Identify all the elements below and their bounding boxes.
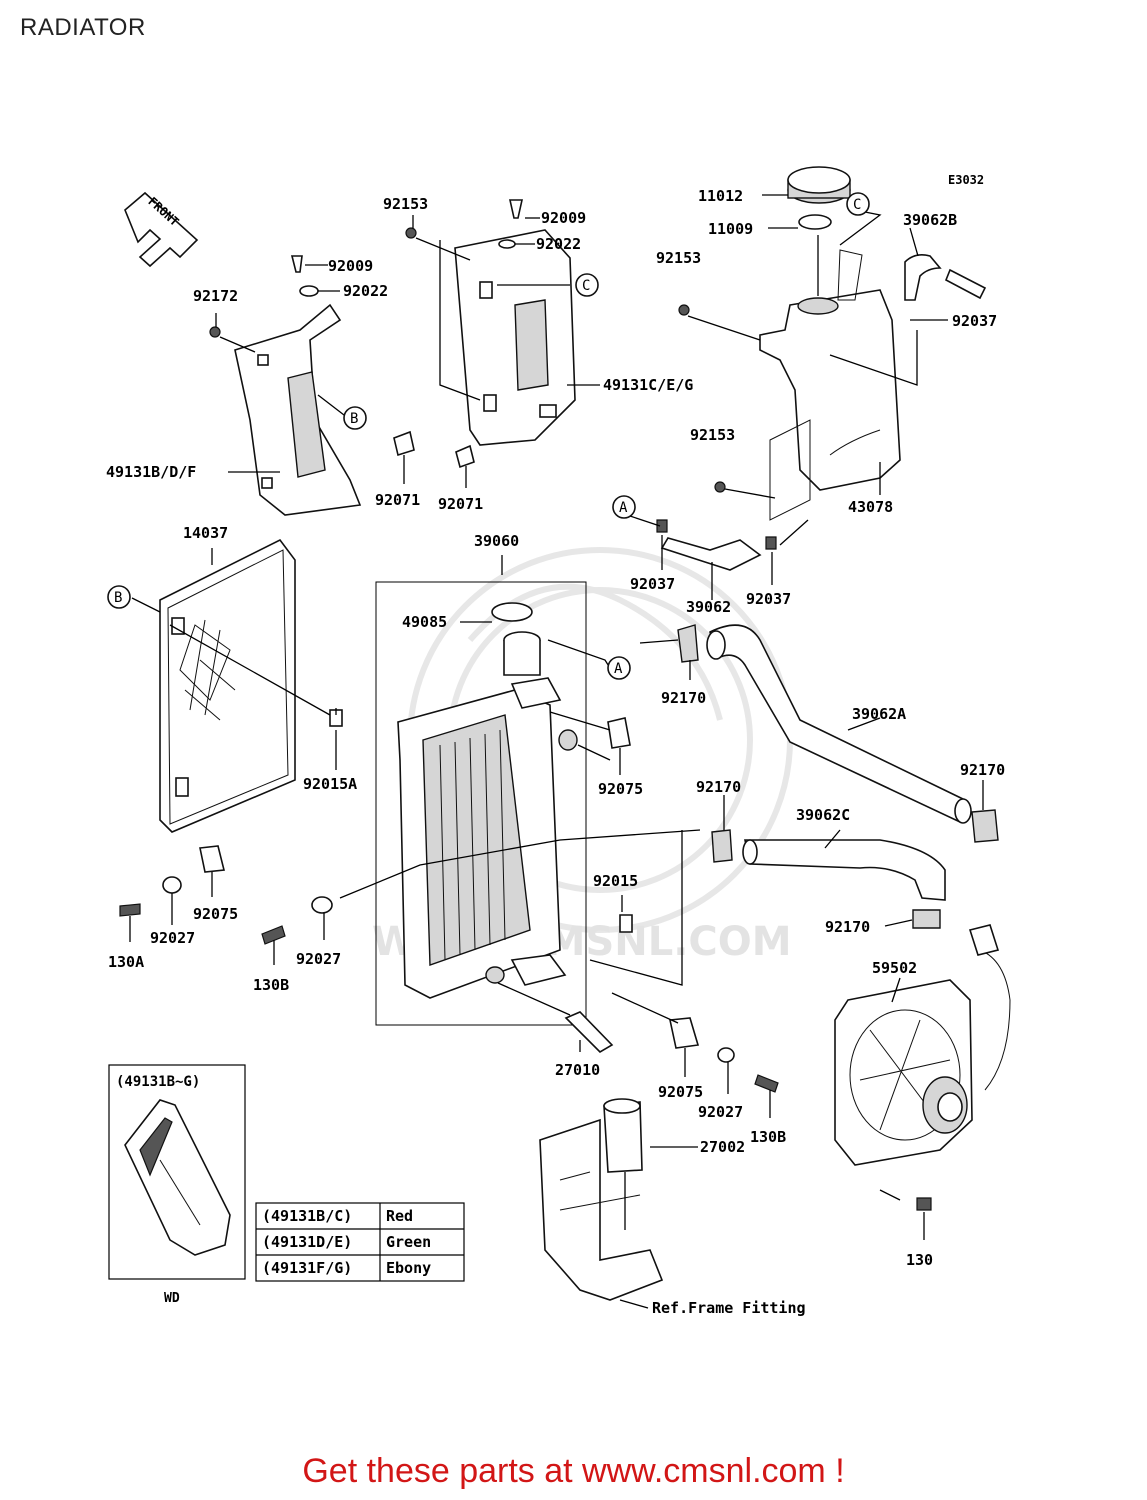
color-code: (49131F/G) <box>262 1259 352 1277</box>
part-label: 14037 <box>183 524 228 542</box>
part-label: 49131B/D/F <box>106 463 196 481</box>
part-label: 49085 <box>402 613 447 631</box>
callout-c-shroud: C <box>582 278 590 294</box>
part-label: 92037 <box>952 312 997 330</box>
part-label: 11012 <box>698 187 743 205</box>
part-label: 92027 <box>296 950 341 968</box>
hose-39062 <box>656 519 777 571</box>
part-label: 11009 <box>708 220 753 238</box>
part-label: 92037 <box>630 575 675 593</box>
part-label: 49131C/E/G <box>603 376 693 394</box>
inset-caption: WD <box>164 1291 180 1306</box>
callouts: C C B B A A <box>107 192 870 680</box>
radiator-39060 <box>375 581 587 1026</box>
radiator-guard-14037 <box>159 538 296 833</box>
callout-b-guard: B <box>114 590 122 606</box>
hose-39062C <box>711 829 946 929</box>
fan-motor-59502 <box>834 924 1011 1166</box>
callout-a-radiator: A <box>614 661 623 677</box>
part-label: 92037 <box>746 590 791 608</box>
front-arrow-icon: FRONT <box>124 191 199 268</box>
color-name: Red <box>386 1207 413 1225</box>
color-code: (49131B/C) <box>262 1207 352 1225</box>
page-title: RADIATOR <box>20 14 146 41</box>
part-label: 59502 <box>872 959 917 977</box>
part-label: 27010 <box>555 1061 600 1079</box>
leader-lines <box>129 194 984 1309</box>
decal-inset: (49131B~G) WD <box>108 1064 246 1306</box>
ref-frame-label: Ref.Frame Fitting <box>652 1299 806 1317</box>
radiator-shroud-left <box>234 303 362 516</box>
part-label: 92009 <box>328 257 373 275</box>
part-label: 39062C <box>796 806 850 824</box>
color-name: Green <box>386 1233 431 1251</box>
part-label: 92172 <box>193 287 238 305</box>
part-label: 92170 <box>696 778 741 796</box>
part-label: 92153 <box>690 426 735 444</box>
part-label: 92022 <box>343 282 388 300</box>
part-label: 43078 <box>848 498 893 516</box>
footer-link[interactable]: Get these parts at www.cmsnl.com ! <box>302 1452 845 1490</box>
top-fasteners <box>209 199 726 493</box>
radiator-parts-diagram: WWW.CMSNL.COM FRONT E3032 <box>106 166 1011 1317</box>
part-label: 39062 <box>686 598 731 616</box>
radiator-shroud-right <box>454 229 576 446</box>
part-label: 92015A <box>303 775 357 793</box>
part-label: 92075 <box>598 780 643 798</box>
color-table: (49131B/C) Red (49131D/E) Green (49131F/… <box>255 1202 465 1282</box>
part-label: 92027 <box>150 929 195 947</box>
part-label: 92075 <box>193 905 238 923</box>
part-label: 92153 <box>383 195 428 213</box>
part-label: 92071 <box>438 495 483 513</box>
part-label: 39062B <box>903 211 957 229</box>
part-label: 92170 <box>661 689 706 707</box>
part-label: 130A <box>108 953 144 971</box>
part-label: 92170 <box>960 761 1005 779</box>
part-label: 92009 <box>541 209 586 227</box>
callout-c-tank: C <box>853 197 861 213</box>
part-label: 130B <box>750 1128 786 1146</box>
part-label: 92027 <box>698 1103 743 1121</box>
part-label: 27002 <box>700 1138 745 1156</box>
part-label: 92153 <box>656 249 701 267</box>
color-name: Ebony <box>386 1259 431 1277</box>
hose-39062B <box>904 254 987 301</box>
part-label: 92015 <box>593 872 638 890</box>
callout-b-shroud: B <box>350 411 358 427</box>
part-label: 92170 <box>825 918 870 936</box>
part-label: 92071 <box>375 491 420 509</box>
hose-39062A <box>677 624 999 843</box>
diagram-code: E3032 <box>948 173 984 187</box>
part-label: 92022 <box>536 235 581 253</box>
inset-title: (49131B~G) <box>116 1074 200 1090</box>
part-labels: 11012 11009 39062B 92037 92153 92153 430… <box>106 187 1005 1317</box>
part-label: 39060 <box>474 532 519 550</box>
reservoir-tank-43078 <box>759 166 901 521</box>
part-label: 130B <box>253 976 289 994</box>
part-label: 130 <box>906 1251 933 1269</box>
color-code: (49131D/E) <box>262 1233 352 1251</box>
callout-a-hose: A <box>619 500 628 516</box>
part-label: 39062A <box>852 705 906 723</box>
part-label: 92075 <box>658 1083 703 1101</box>
small-components <box>119 709 932 1301</box>
